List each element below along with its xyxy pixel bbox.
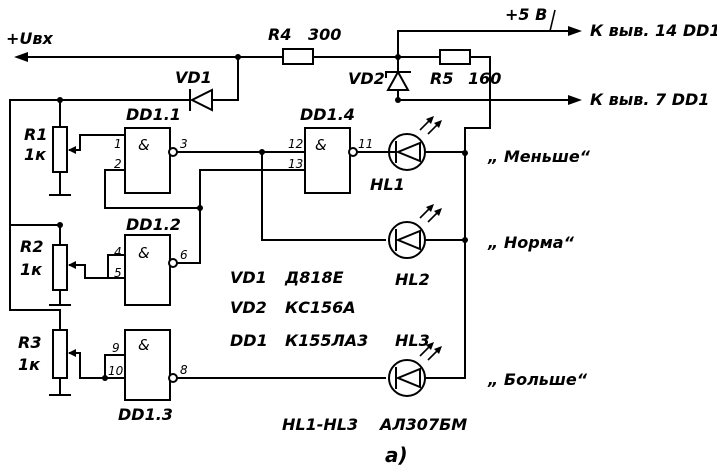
label-r2: R2 [20, 237, 43, 256]
left-bus [9, 99, 63, 311]
label-hl1: HL1 [370, 175, 405, 194]
label-pin7: К выв. 7 DD1 [590, 90, 709, 109]
label-r1-value: 1к [24, 145, 47, 164]
label-dd1-3: DD1.3 [118, 405, 173, 424]
potentiometer-r2 [49, 224, 126, 306]
gate-dd1-4-and-symbol: & [315, 136, 327, 154]
resistor-r4 [282, 48, 314, 65]
label-vd2: VD2 [348, 69, 385, 88]
pin-8: 8 [180, 363, 188, 377]
led-hl2 [388, 204, 466, 259]
label-dd1-2: DD1.2 [126, 215, 181, 234]
pin-3: 3 [180, 137, 188, 151]
label-r5-value: 160 [468, 69, 501, 88]
label-r4: R4 [268, 25, 291, 44]
label-r5: R5 [430, 69, 453, 88]
pin-1: 1 [114, 137, 122, 151]
pin-9: 9 [112, 341, 120, 355]
label-r4-value: 300 [308, 25, 341, 44]
label-r1: R1 [24, 125, 47, 144]
label-r3: R3 [18, 333, 41, 352]
potentiometer-r3 [49, 309, 126, 396]
label-supply: +5 В [505, 5, 547, 24]
label-r3-value: 1к [18, 355, 41, 374]
label-r2-value: 1к [20, 260, 43, 279]
legend-hl-type: АЛ307БМ [378, 415, 467, 434]
label-norm: „ Норма“ [487, 233, 575, 252]
legend-vd2: VD2 [230, 298, 267, 317]
resistor-r5 [439, 49, 471, 65]
diode-vd1 [9, 56, 239, 112]
legend-hl: HL1-HL3 [282, 415, 358, 434]
label-more: „ Больше“ [487, 370, 588, 389]
potentiometer-r1 [49, 99, 126, 196]
legend-vd1: VD1 [230, 268, 267, 287]
r5-branch [395, 56, 582, 379]
pin-6: 6 [180, 248, 188, 262]
legend-dd1-type: К155ЛА3 [285, 331, 368, 350]
gate-dd1-3 [124, 329, 386, 401]
pin-5: 5 [114, 266, 122, 280]
legend-vd1-type: Д818Е [284, 268, 344, 287]
pin-12: 12 [288, 137, 303, 151]
gate-dd1-3-and-symbol: & [138, 336, 150, 354]
pin-2: 2 [114, 157, 122, 171]
figure-label: а) [385, 443, 408, 467]
label-dd1-4: DD1.4 [300, 105, 355, 124]
pin-4: 4 [114, 245, 122, 259]
zener-vd2 [385, 56, 411, 101]
pin-10: 10 [108, 364, 124, 378]
label-vd1: VD1 [175, 68, 212, 87]
led-hl3 [388, 342, 466, 397]
label-less: „ Меньше“ [487, 147, 591, 166]
gate-dd1-1 [104, 127, 203, 211]
pin-11: 11 [358, 137, 373, 151]
dd11-output-wire [176, 149, 386, 241]
label-uin: +Uвх [6, 29, 54, 48]
supply-rail [397, 9, 582, 58]
legend-dd1: DD1 [230, 331, 268, 350]
gate-dd1-1-and-symbol: & [138, 136, 150, 154]
gate-dd1-4 [304, 127, 386, 194]
label-dd1-1: DD1.1 [126, 105, 181, 124]
led-hl1 [384, 116, 466, 171]
label-pin14: К выв. 14 DD1 [590, 21, 717, 40]
gate-dd1-2 [107, 169, 306, 306]
input-rail [14, 52, 401, 62]
label-hl3: HL3 [395, 331, 430, 350]
gate-dd1-2-and-symbol: & [138, 244, 150, 262]
pin-13: 13 [288, 157, 303, 171]
legend-vd2-type: КС156А [285, 298, 356, 317]
label-hl2: HL2 [395, 270, 430, 289]
